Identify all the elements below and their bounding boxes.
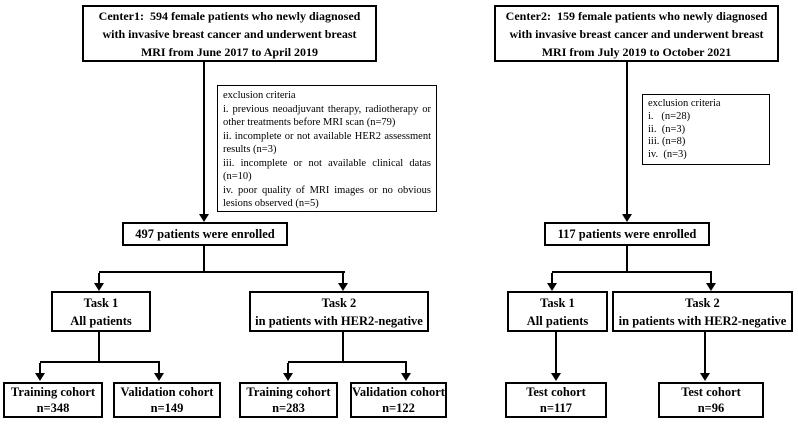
- exclusion-item: i. (n=28): [648, 110, 691, 122]
- center1-exclusion-box: exclusion criteria i. previous neoadjuva…: [217, 85, 437, 212]
- arrow-down-icon: [706, 283, 716, 291]
- cohort-label: Validation cohort: [352, 384, 445, 399]
- cohort-label: Test cohort: [526, 384, 586, 399]
- center2-enrolled-box: 117 patients were enrolled: [544, 222, 710, 246]
- arrow-down-icon: [547, 283, 557, 291]
- source-text-line: with invasive breast cancer and underwen…: [509, 26, 764, 41]
- task-subtitle: in patients with HER2-negative: [255, 313, 423, 328]
- exclusion-title: exclusion criteria: [648, 98, 721, 109]
- connector-vline: [98, 332, 100, 363]
- connector-vline: [98, 273, 100, 284]
- exclusion-item: ii. (n=3): [648, 123, 686, 135]
- center2-task2-box: Task 2 in patients with HER2-negative: [612, 291, 793, 332]
- exclusion-item: ii. incomplete or not available HER2 ass…: [223, 130, 431, 156]
- task-title: Task 2: [321, 295, 357, 310]
- connector-vline: [626, 246, 628, 273]
- center2-task1-box: Task 1 All patients: [507, 291, 608, 332]
- center2-exclusion-box: exclusion criteria i. (n=28) ii. (n=3) i…: [642, 94, 770, 165]
- source-text-line: Center1: 594 female patients who newly d…: [98, 8, 361, 23]
- connector-vline: [704, 332, 706, 374]
- center1-task2-training-cohort-box: Training cohort n=283: [239, 382, 338, 418]
- center1-task2-box: Task 2 in patients with HER2-negative: [249, 291, 429, 332]
- center1-validation-cohort-box: Validation cohort n=149: [113, 382, 221, 418]
- center2-source-box: Center2: 159 female patients who newly d…: [494, 5, 779, 62]
- connector-vline: [203, 62, 205, 215]
- task-title: Task 2: [685, 295, 720, 310]
- cohort-n: n=149: [150, 401, 184, 415]
- exclusion-item: i. previous neoadjuvant therapy, radioth…: [223, 103, 431, 129]
- exclusion-item: iii. incomplete or not available clinica…: [223, 157, 431, 183]
- center1-source-box: Center1: 594 female patients who newly d…: [82, 5, 377, 62]
- center1-enrolled-box: 497 patients were enrolled: [122, 222, 288, 246]
- center1-training-cohort-box: Training cohort n=348: [3, 382, 103, 418]
- center1-task1-box: Task 1 All patients: [51, 291, 151, 332]
- task-subtitle: in patients with HER2-negative: [618, 313, 787, 328]
- connector-vline: [203, 246, 205, 273]
- source-text-line: MRI from July 2019 to October 2021: [541, 44, 732, 59]
- connector-vline: [405, 363, 407, 374]
- connector-vline: [39, 363, 41, 374]
- connector-vline: [710, 273, 712, 284]
- arrow-down-icon: [551, 373, 561, 381]
- center2-task1-test-cohort-box: Test cohort n=117: [505, 382, 607, 418]
- task-title: Task 1: [540, 295, 575, 310]
- cohort-label: Training cohort: [246, 384, 331, 399]
- cohort-n: n=96: [697, 401, 725, 415]
- center2-task2-test-cohort-box: Test cohort n=96: [658, 382, 764, 418]
- task-title: Task 1: [83, 295, 119, 310]
- cohort-n: n=283: [272, 401, 305, 415]
- connector-vline: [158, 363, 160, 374]
- enrolled-text: 117 patients were enrolled: [557, 227, 697, 241]
- center1-task2-validation-cohort-box: Validation cohort n=122: [350, 382, 447, 418]
- source-text-line: with invasive breast cancer and underwen…: [102, 26, 357, 41]
- connector-hline: [552, 271, 712, 273]
- connector-vline: [551, 273, 553, 284]
- arrow-down-icon: [622, 214, 632, 222]
- exclusion-item: iv. (n=3): [648, 149, 687, 161]
- arrow-down-icon: [199, 214, 209, 222]
- exclusion-item: iii. (n=8): [648, 136, 686, 148]
- connector-hline: [99, 271, 345, 273]
- cohort-label: Training cohort: [10, 384, 96, 399]
- arrow-down-icon: [338, 283, 348, 291]
- connector-hline: [288, 361, 407, 363]
- exclusion-item: iv. poor quality of MRI images or no obv…: [223, 184, 431, 210]
- arrow-down-icon: [35, 373, 45, 381]
- exclusion-title: exclusion criteria: [223, 90, 296, 101]
- task-subtitle: All patients: [526, 313, 589, 328]
- cohort-n: n=348: [36, 401, 70, 415]
- task-subtitle: All patients: [70, 313, 132, 328]
- connector-vline: [287, 363, 289, 374]
- connector-hline: [40, 361, 160, 363]
- source-text-line: MRI from June 2017 to April 2019: [140, 44, 319, 59]
- connector-vline: [555, 332, 557, 374]
- connector-vline: [626, 62, 628, 215]
- arrow-down-icon: [94, 283, 104, 291]
- arrow-down-icon: [154, 373, 164, 381]
- source-text-line: Center2: 159 female patients who newly d…: [505, 8, 768, 23]
- enrolled-text: 497 patients were enrolled: [135, 227, 275, 241]
- connector-vline: [342, 273, 344, 284]
- arrow-down-icon: [700, 373, 710, 381]
- cohort-label: Validation cohort: [120, 384, 214, 399]
- connector-vline: [342, 332, 344, 363]
- cohort-n: n=122: [382, 401, 415, 415]
- arrow-down-icon: [401, 373, 411, 381]
- cohort-n: n=117: [539, 401, 573, 415]
- cohort-label: Test cohort: [681, 384, 741, 399]
- arrow-down-icon: [283, 373, 293, 381]
